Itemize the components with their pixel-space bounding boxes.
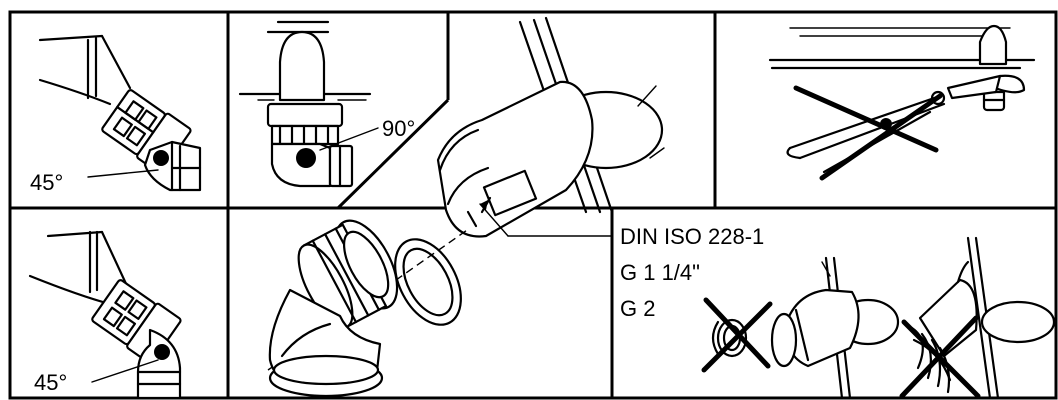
- seal-point-dot: [153, 150, 169, 166]
- seal-point-dot: [154, 344, 170, 360]
- angle-label-45-top: 45°: [30, 170, 63, 195]
- thread-callout-panel: [701, 236, 1056, 400]
- panel-top-left-45: [38, 34, 202, 192]
- thread-size-label-2: G 2: [620, 296, 655, 321]
- exploded-assembly: [267, 16, 665, 398]
- angle-label-45-bottom: 45°: [34, 370, 67, 395]
- panel-top-middle-90: [238, 20, 379, 188]
- thread-standard-label: DIN ISO 228-1: [620, 224, 764, 249]
- panel-bottom-left-45: [28, 230, 182, 400]
- panel-no-wrench: [768, 24, 1036, 181]
- seal-point-dot: [296, 148, 316, 168]
- angle-label-90: 90°: [382, 116, 415, 141]
- thread-size-label-1: G 1 1/4": [620, 260, 700, 285]
